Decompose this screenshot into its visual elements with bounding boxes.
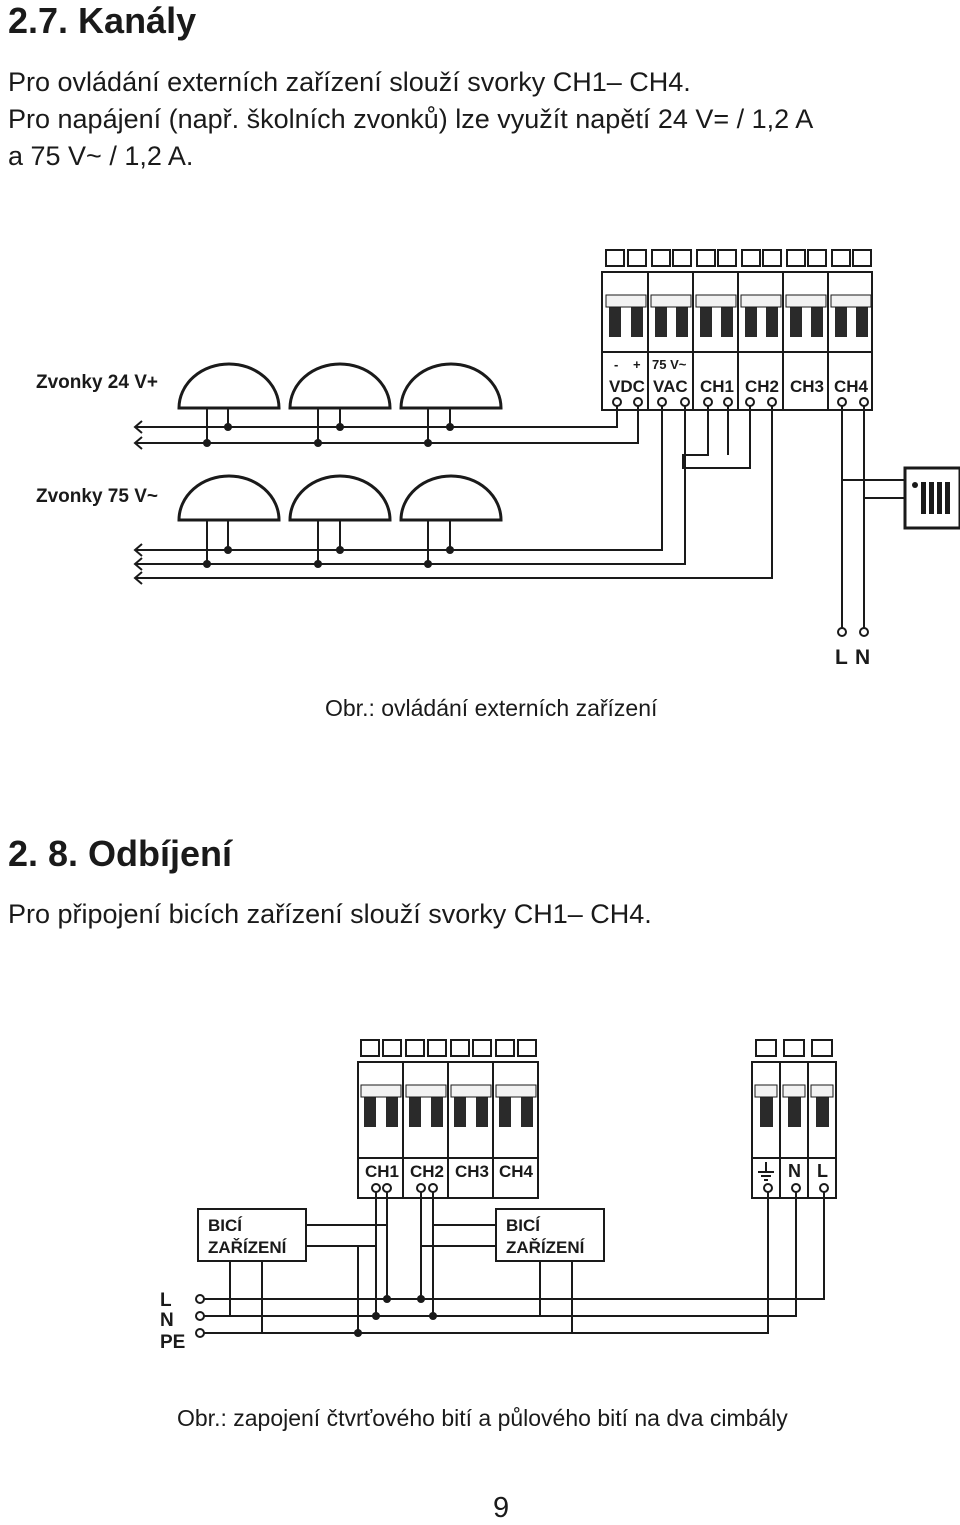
power-label-n: N xyxy=(788,1161,801,1181)
polarity-plus-label: + xyxy=(633,357,641,372)
wires xyxy=(133,403,905,630)
terminal-label-ch2: CH2 xyxy=(745,377,779,396)
polarity-minus-label: - xyxy=(614,357,618,372)
striker-left-label-2: ZAŘÍZENÍ xyxy=(208,1238,288,1257)
terminal2-label-ch2: CH2 xyxy=(410,1162,444,1181)
bell-24v-3 xyxy=(399,362,503,410)
striker-device-right xyxy=(495,1208,605,1262)
terminal-label-ch3: CH3 xyxy=(790,377,824,396)
ground-icon xyxy=(758,1162,774,1181)
paragraph-odbijeni: Pro připojení bicích zařízení slouží svo… xyxy=(8,899,652,929)
bell-24v-2 xyxy=(288,362,392,410)
mains-label-n: N xyxy=(855,646,870,669)
bells-24v-label: Zvonky 24 V+ xyxy=(36,372,158,393)
figure-caption-2: Obr.: zapojení čtvrťového bití a půlovéh… xyxy=(177,1405,788,1431)
bell-75v-2 xyxy=(288,474,392,522)
striker-right-label-1: BICÍ xyxy=(506,1216,541,1235)
external-device xyxy=(903,466,960,530)
terminal-slots xyxy=(609,305,868,337)
bell-24v-1 xyxy=(177,362,281,410)
bells-75v-label: Zvonky 75 V~ xyxy=(36,486,158,507)
section-heading-kanaly: 2.7. Kanály xyxy=(8,0,197,41)
striker-left-label-1: BICÍ xyxy=(208,1216,243,1235)
terminal-label-ch1: CH1 xyxy=(700,377,734,396)
bus-label-pe: PE xyxy=(160,1332,185,1353)
terminal-label-vdc: VDC xyxy=(609,377,645,396)
bell-75v-1 xyxy=(177,474,281,522)
paragraph-line-3: a 75 V~ / 1,2 A. xyxy=(8,141,194,171)
vac-value-label: 75 V~ xyxy=(652,357,687,372)
power-label-l: L xyxy=(817,1161,828,1181)
bus-label-n: N xyxy=(160,1310,174,1331)
bell-75v-3 xyxy=(399,474,503,522)
terminal-screw-heads xyxy=(605,249,872,267)
page-number: 9 xyxy=(493,1492,510,1524)
terminal2-label-ch3: CH3 xyxy=(455,1162,489,1181)
striker-device-left xyxy=(197,1208,307,1262)
terminal2-label-ch4: CH4 xyxy=(499,1162,534,1181)
bus-label-l: L xyxy=(160,1290,172,1311)
terminal2-label-ch1: CH1 xyxy=(365,1162,399,1181)
paragraph-line-1: Pro ovládání externích zařízení slouží s… xyxy=(8,67,691,97)
mains-label-l: L xyxy=(835,646,848,669)
section-heading-odbijeni: 2. 8. Odbíjení xyxy=(8,833,233,874)
terminal-label-ch4: CH4 xyxy=(834,377,869,396)
terminal-label-vac: VAC xyxy=(653,377,688,396)
striker-right-label-2: ZAŘÍZENÍ xyxy=(506,1238,586,1257)
paragraph-line-2: Pro napájení (např. školních zvonků) lze… xyxy=(8,104,814,134)
figure-caption-1: Obr.: ovládání externích zařízení xyxy=(325,695,658,721)
channels-wiring-diagram: - + 75 V~ VDC VAC CH1 CH2 CH3 CH4 xyxy=(36,249,960,669)
striking-wiring-diagram: CH1 CH2 CH3 CH4 N L BICÍ ZAŘÍZENÍ BICÍ Z… xyxy=(160,1039,837,1353)
